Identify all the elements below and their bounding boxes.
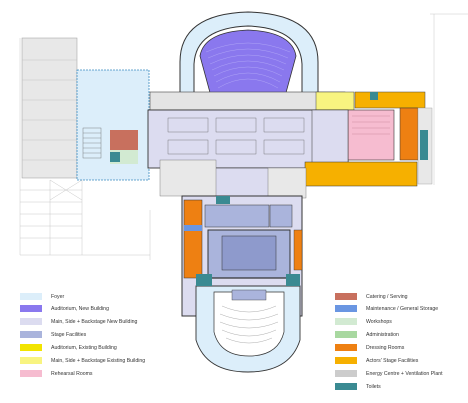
legend-label: Auditorium, New Building xyxy=(51,305,109,312)
legend-swatch xyxy=(20,357,42,364)
legend-swatch xyxy=(20,318,42,325)
legend-label: Administration xyxy=(366,331,399,338)
legend-item-actors-stage: Actors' Stage Facilities xyxy=(335,357,418,364)
legend-item-workshops: Workshops xyxy=(335,318,392,325)
legend-item-backstage-existing: Main, Side + Backstage Existing Building xyxy=(20,357,145,364)
legend-item-energy-centre: Energy Centre + Ventilation Plant xyxy=(335,370,443,377)
site-lines xyxy=(19,13,468,260)
legend-swatch xyxy=(335,305,357,312)
legend-swatch xyxy=(20,305,42,312)
legend-label: Maintenance / General Storage xyxy=(366,305,439,312)
legend-item-toilets: Toilets xyxy=(335,383,381,390)
legend-label: Catering / Serving xyxy=(366,293,408,300)
legend-item-catering: Catering / Serving xyxy=(335,293,408,300)
auditorium-new-building xyxy=(199,29,297,101)
legend-swatch xyxy=(335,318,357,325)
dressing-rooms-west xyxy=(183,199,203,279)
legend-label: Toilets xyxy=(366,383,381,390)
legend-label: Main, Side + Backstage New Building xyxy=(51,318,138,325)
legend-swatch xyxy=(20,344,42,351)
legend-swatch xyxy=(20,293,42,300)
legend-item-backstage-new: Main, Side + Backstage New Building xyxy=(20,318,137,325)
legend-label: Stage Facilities xyxy=(51,331,87,338)
legend-item-foyer: Foyer xyxy=(20,293,64,300)
legend-right: Catering / Serving Maintenance / General… xyxy=(335,289,465,390)
legend-label: Dressing Rooms xyxy=(366,344,405,351)
legend-swatch xyxy=(335,331,357,338)
rehearsal-room xyxy=(347,109,395,161)
legend-item-stage-facilities: Stage Facilities xyxy=(20,331,86,338)
legend-swatch xyxy=(20,370,42,377)
legend-item-auditorium-existing: Auditorium, Existing Building xyxy=(20,344,117,351)
legend-swatch xyxy=(335,357,357,364)
legend-item-dressing-rooms: Dressing Rooms xyxy=(335,344,404,351)
legend-label: Energy Centre + Ventilation Plant xyxy=(366,370,443,377)
left-wing-plant xyxy=(21,37,78,179)
legend-swatch xyxy=(335,383,357,390)
legend-item-auditorium-new: Auditorium, New Building xyxy=(20,305,109,312)
legend-label: Actors' Stage Facilities xyxy=(366,357,419,364)
legend-item-rehearsal-rooms: Rehearsal Rooms xyxy=(20,370,93,377)
legend-label: Rehearsal Rooms xyxy=(51,370,93,377)
legend-label: Main, Side + Backstage Existing Building xyxy=(51,357,146,364)
actors-stage-facilities xyxy=(304,161,418,187)
central-foyer xyxy=(214,167,271,199)
legend-label: Auditorium, Existing Building xyxy=(51,344,117,351)
catering-area xyxy=(110,130,138,150)
legend-swatch xyxy=(335,293,357,300)
legend-label: Workshops xyxy=(366,318,392,325)
dressing-rooms-east xyxy=(399,107,419,161)
legend-label: Foyer xyxy=(51,293,65,300)
legend-swatch xyxy=(335,344,357,351)
legend-item-administration: Administration xyxy=(335,331,399,338)
legend-left: Foyer Auditorium, New Building Main, Sid… xyxy=(20,289,200,384)
legend-swatch xyxy=(335,370,357,377)
legend-swatch xyxy=(20,331,42,338)
legend-item-maintenance: Maintenance / General Storage xyxy=(335,305,438,312)
